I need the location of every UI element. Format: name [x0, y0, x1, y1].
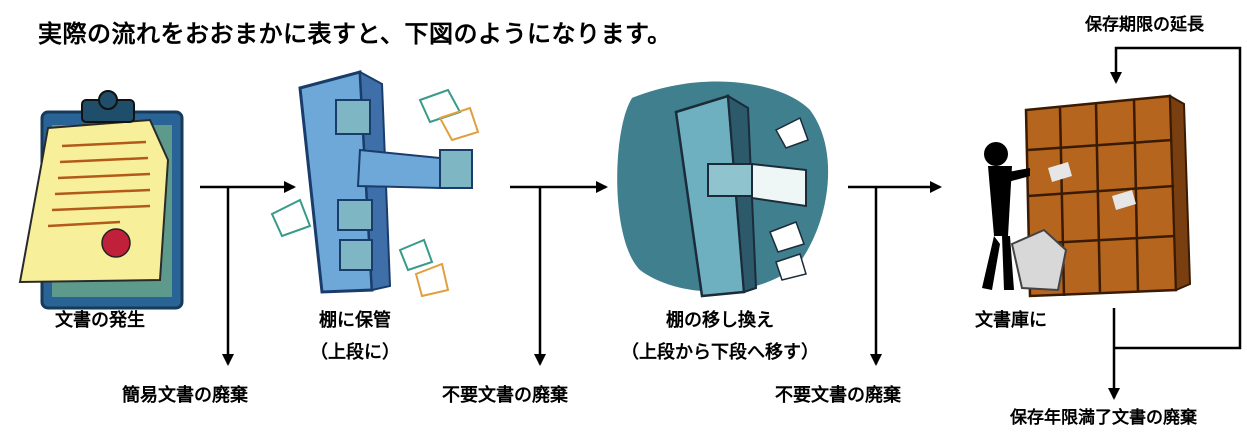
stage-label-origin: 文書の発生 — [55, 310, 145, 331]
stage-label-storage-line2: （上段に） — [310, 342, 400, 363]
extension-loop-arrow — [1110, 46, 1242, 350]
stage-label-transfer-line1: 棚の移し換え — [666, 310, 774, 331]
cabinet-transfer-icon — [617, 81, 829, 298]
clipboard-document-icon — [18, 90, 184, 310]
document-storage-icon — [982, 94, 1192, 298]
stage-label-storage: 棚に保管 （上段に） — [305, 305, 405, 369]
stage-label-archive: 文書庫に — [975, 310, 1047, 331]
disposal-label-4: 保存年限満了文書の廃棄 — [1010, 408, 1197, 428]
stage-label-transfer: 棚の移し換え （上段から下段へ移す） — [600, 305, 840, 369]
disposal-label-2: 不要文書の廃棄 — [442, 385, 568, 406]
stage-label-transfer-line2: （上段から下段へ移す） — [621, 342, 819, 363]
filing-cabinet-icon — [270, 70, 480, 298]
page-heading: 実際の流れをおおまかに表すと、下図のようになります。 — [38, 20, 672, 48]
disposal-label-1: 簡易文書の廃棄 — [122, 385, 248, 406]
disposal-label-3: 不要文書の廃棄 — [775, 385, 901, 406]
extension-label: 保存期限の延長 — [1085, 15, 1204, 35]
stage-label-storage-line1: 棚に保管 — [319, 310, 391, 331]
